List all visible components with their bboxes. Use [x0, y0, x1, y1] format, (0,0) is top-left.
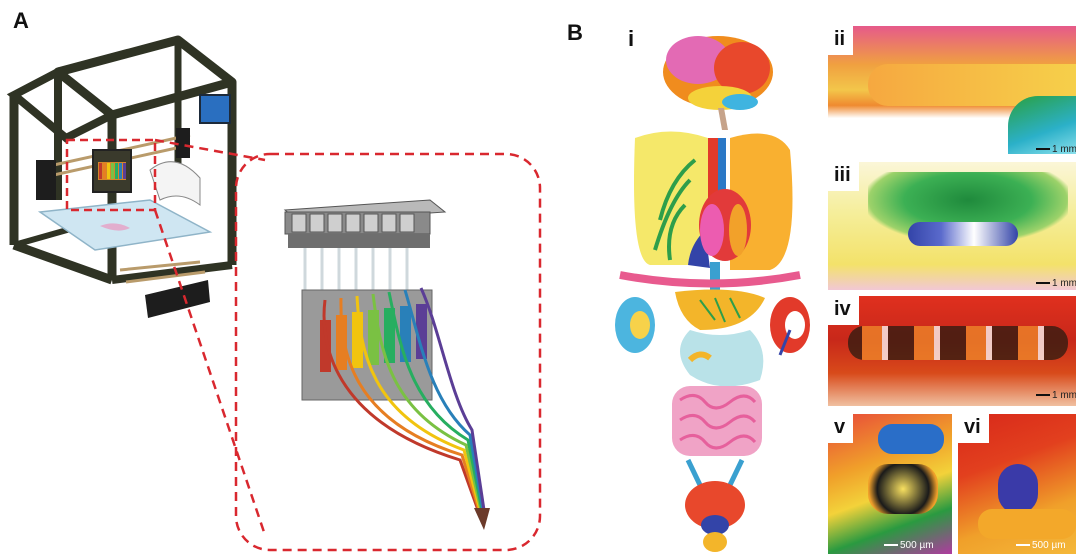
sublabel-iii: iii: [828, 162, 859, 191]
micrograph-ii: ii 1 mm: [828, 26, 1076, 154]
brain-graphic: [663, 36, 773, 130]
sublabel-ii: ii: [828, 26, 853, 55]
scalebar-vi: 500 µm: [1016, 540, 1066, 551]
intestines-graphic: [672, 386, 762, 456]
sublabel-vi: vi: [958, 414, 989, 443]
sublabel-v: v: [828, 414, 853, 443]
printer-illustration: [14, 40, 232, 318]
micrograph-iii: iii 1 mm: [828, 162, 1076, 290]
scalebar-v: 500 µm: [884, 540, 934, 551]
lungs-heart-graphic: [634, 132, 793, 293]
micrograph-vi: vi 500 µm: [958, 414, 1076, 554]
scalebar-iv: 1 mm: [1036, 390, 1076, 401]
scalebar-ii: 1 mm: [1036, 144, 1076, 154]
organ-illustration: [600, 30, 825, 554]
liver-graphic: [675, 290, 765, 330]
printhead-detail: [285, 200, 490, 530]
bladder-graphic: [685, 460, 745, 552]
sublabel-iv: iv: [828, 296, 859, 325]
micrograph-iv: iv 1 mm: [828, 296, 1076, 406]
panel-a-figure: [0, 0, 560, 554]
panel-b-label: B: [567, 20, 583, 46]
micrograph-v: v 500 µm: [828, 414, 952, 554]
scalebar-iii: 1 mm: [1036, 278, 1076, 289]
